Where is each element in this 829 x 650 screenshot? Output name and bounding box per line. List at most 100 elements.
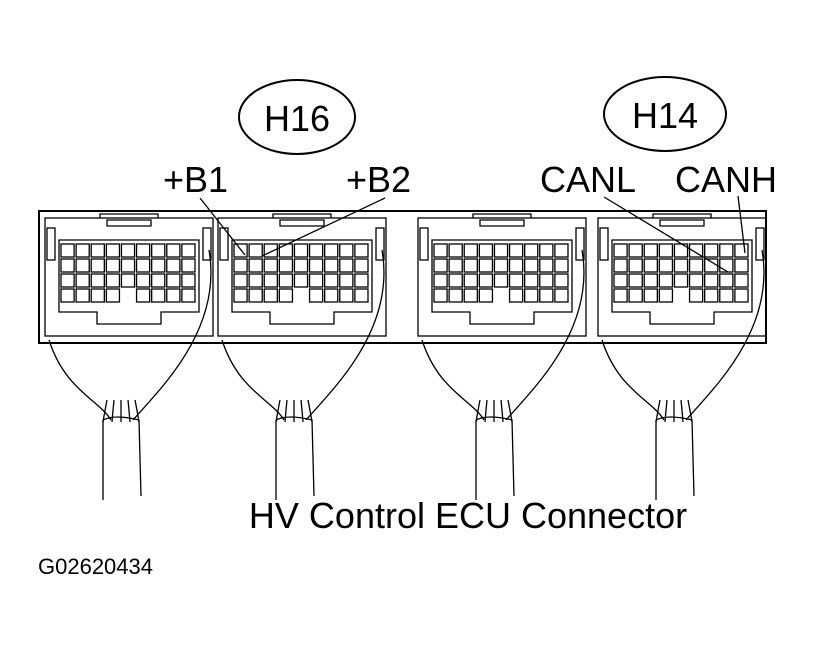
leader-lines	[199, 195, 746, 273]
pin-cavity	[658, 273, 674, 288]
pin-cavity	[478, 243, 494, 258]
harness-bundle	[421, 249, 585, 500]
pin-cavity	[75, 288, 90, 303]
pin-cavity	[308, 258, 324, 273]
pin-cavity	[135, 273, 151, 288]
pin-cavity	[524, 258, 539, 273]
harness-tube	[655, 416, 695, 500]
pin-cavity	[734, 273, 749, 288]
connector-block	[44, 213, 214, 337]
pin-cavity	[105, 273, 121, 288]
terminal-label-b2: +B2	[346, 159, 411, 200]
harness-outline-right	[132, 249, 212, 421]
pin-cavity	[628, 258, 643, 273]
pin-cavity	[508, 288, 524, 303]
harness-outline-right	[505, 249, 585, 421]
pin-cavity	[339, 273, 354, 288]
pin-cavity	[643, 288, 658, 303]
block-side-tab	[219, 227, 229, 261]
pin-cavity	[324, 273, 339, 288]
block-side-tab	[375, 227, 385, 261]
pin-cavity	[554, 243, 569, 258]
pin-cavity	[448, 288, 463, 303]
pin-cavity	[673, 273, 689, 288]
pin-cavity	[248, 288, 263, 303]
harness-strand	[680, 399, 684, 423]
pin-cavity	[613, 288, 628, 303]
pin-cavity	[120, 258, 136, 273]
pin-cavity	[181, 273, 196, 288]
pin-cavity	[673, 243, 689, 258]
pin-cavity	[166, 288, 181, 303]
harness-bundle	[48, 249, 212, 500]
pin-cavity	[524, 288, 539, 303]
pin-cavity	[433, 273, 448, 288]
pin-cavity	[613, 258, 628, 273]
pin-cavity	[151, 273, 166, 288]
pin-cavity	[643, 273, 658, 288]
pin-cavity	[166, 258, 181, 273]
pin-cavity	[539, 288, 554, 303]
pin-cavity	[613, 243, 628, 258]
pin-cavity	[493, 258, 509, 273]
harness-tube	[475, 416, 515, 500]
pin-cavity	[493, 243, 509, 258]
pin-cavity	[463, 258, 478, 273]
leader-line-b1	[199, 197, 246, 256]
h16-connector-id: H16	[264, 98, 330, 139]
h14-callout-ellipse	[603, 76, 727, 152]
pin-cavity	[166, 273, 181, 288]
harness-strand	[500, 399, 504, 423]
pin-cavity	[704, 243, 719, 258]
harness-outline-left	[421, 339, 485, 421]
pin-cavity	[433, 258, 448, 273]
pin-cavity	[704, 273, 719, 288]
pin-cavity	[719, 273, 734, 288]
pin-cavity	[339, 258, 354, 273]
pin-cavity	[60, 258, 75, 273]
pin-cavity	[248, 243, 263, 258]
pin-cavity	[60, 288, 75, 303]
pin-cavity	[658, 288, 674, 303]
pin-cavity	[75, 258, 90, 273]
pin-cavity	[628, 273, 643, 288]
pin-cavity	[151, 258, 166, 273]
block-latch	[652, 213, 712, 218]
pin-cavity	[324, 288, 339, 303]
pin-cavity	[688, 258, 704, 273]
block-latch-tab	[279, 219, 325, 227]
pin-cavity	[508, 243, 524, 258]
pin-cavity	[463, 273, 478, 288]
pin-cavity	[60, 273, 75, 288]
pin-cavity	[478, 258, 494, 273]
block-cavity	[431, 239, 573, 325]
pin-cavity	[263, 273, 278, 288]
pin-cavity	[60, 243, 75, 258]
block-frame	[217, 217, 387, 337]
pin-cavity	[734, 258, 749, 273]
block-latch	[99, 213, 159, 218]
block-side-tab	[46, 227, 56, 261]
figure-code: G02620434	[38, 554, 153, 579]
pin-cavity	[354, 243, 369, 258]
block-cavity	[611, 239, 753, 325]
block-side-tab	[575, 227, 585, 261]
pin-cavity	[554, 273, 569, 288]
pin-cavity	[448, 243, 463, 258]
diagram-caption: HV Control ECU Connector	[249, 495, 687, 536]
pin-cavity	[181, 258, 196, 273]
connector-block	[217, 213, 387, 337]
pin-cavity	[151, 243, 166, 258]
h14-connector-id: H14	[632, 95, 698, 136]
pin-cavity	[688, 288, 704, 303]
pin-cavity	[688, 273, 704, 288]
block-frame	[44, 217, 214, 337]
pin-cavity	[463, 243, 478, 258]
pin-cavity	[734, 288, 749, 303]
pin-cavity	[478, 288, 494, 303]
pin-cavity	[308, 273, 324, 288]
block-cavity	[58, 239, 200, 325]
terminal-label-canl: CANL	[540, 159, 636, 200]
harness-bundle	[601, 249, 765, 500]
harness-tube	[102, 416, 142, 500]
